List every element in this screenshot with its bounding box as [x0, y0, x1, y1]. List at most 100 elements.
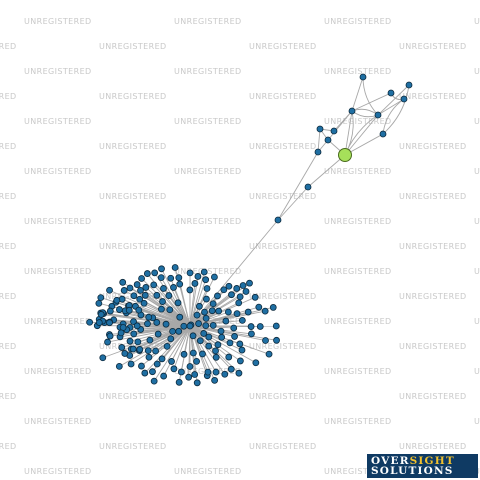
cluster-node[interactable] — [176, 313, 184, 321]
cluster-node[interactable] — [144, 347, 152, 355]
upper-node[interactable] — [330, 127, 338, 135]
cluster-node[interactable] — [97, 311, 105, 318]
upper-node[interactable] — [359, 73, 367, 81]
cluster-node[interactable] — [202, 322, 210, 330]
cluster-node[interactable] — [142, 284, 150, 291]
upper-node[interactable] — [405, 81, 413, 89]
cluster-node[interactable] — [150, 377, 158, 385]
cluster-node[interactable] — [269, 304, 277, 311]
cluster-node[interactable] — [225, 282, 233, 290]
cluster-node[interactable] — [167, 335, 175, 343]
cluster-node[interactable] — [174, 299, 182, 307]
cluster-node[interactable] — [194, 273, 202, 280]
cluster-node[interactable] — [170, 284, 177, 291]
cluster-node[interactable] — [154, 330, 162, 338]
cluster-node[interactable] — [201, 308, 208, 316]
cluster-node[interactable] — [231, 333, 238, 340]
cluster-node[interactable] — [273, 336, 280, 344]
cluster-node[interactable] — [127, 360, 135, 368]
cluster-node[interactable] — [193, 311, 201, 319]
cluster-node[interactable] — [95, 319, 103, 326]
cluster-node[interactable] — [221, 370, 229, 378]
cluster-node[interactable] — [235, 369, 243, 377]
upper-node[interactable] — [348, 107, 356, 115]
cluster-node[interactable] — [176, 280, 184, 288]
cluster-node[interactable] — [196, 337, 204, 345]
cluster-node[interactable] — [141, 291, 149, 299]
cluster-node[interactable] — [158, 265, 165, 273]
cluster-node[interactable] — [175, 378, 183, 386]
cluster-node[interactable] — [158, 355, 166, 363]
cluster-node[interactable] — [126, 284, 134, 292]
cluster-node[interactable] — [238, 317, 246, 324]
upper-node[interactable] — [324, 136, 332, 144]
cluster-node[interactable] — [203, 285, 211, 292]
cluster-node[interactable] — [149, 368, 156, 376]
cluster-node[interactable] — [214, 341, 222, 349]
cluster-node[interactable] — [217, 327, 225, 335]
cluster-node[interactable] — [186, 286, 194, 294]
cluster-node[interactable] — [186, 363, 194, 370]
cluster-node[interactable] — [218, 333, 226, 341]
cluster-node[interactable] — [185, 373, 193, 381]
cluster-node[interactable] — [130, 318, 137, 326]
cluster-node[interactable] — [125, 306, 133, 314]
cluster-node[interactable] — [86, 318, 94, 326]
cluster-node[interactable] — [117, 329, 125, 337]
cluster-node[interactable] — [133, 281, 141, 288]
cluster-node[interactable] — [116, 306, 123, 313]
cluster-node[interactable] — [212, 353, 220, 361]
cluster-node[interactable] — [151, 269, 159, 277]
cluster-node[interactable] — [261, 307, 269, 315]
cluster-node[interactable] — [193, 379, 201, 387]
cluster-node[interactable] — [145, 353, 153, 361]
cluster-node[interactable] — [119, 278, 127, 286]
cluster-node[interactable] — [126, 337, 134, 345]
cluster-node[interactable] — [167, 274, 175, 282]
cluster-node[interactable] — [236, 340, 244, 348]
cluster-node[interactable] — [236, 357, 244, 365]
cluster-node[interactable] — [256, 323, 264, 330]
cluster-node[interactable] — [135, 306, 143, 314]
cluster-node[interactable] — [180, 350, 188, 358]
cluster-node[interactable] — [191, 280, 199, 287]
cluster-node[interactable] — [212, 347, 219, 355]
cluster-node[interactable] — [199, 350, 206, 358]
cluster-node[interactable] — [106, 307, 114, 315]
cluster-node[interactable] — [255, 303, 263, 311]
upper-node[interactable] — [314, 148, 322, 156]
cluster-node[interactable] — [233, 310, 241, 318]
cluster-node[interactable] — [265, 350, 273, 358]
cluster-node[interactable] — [224, 308, 232, 316]
cluster-node[interactable] — [205, 333, 213, 341]
upper-node[interactable] — [400, 95, 408, 103]
cluster-node[interactable] — [106, 319, 113, 327]
upper-node[interactable] — [379, 130, 387, 138]
cluster-node[interactable] — [166, 306, 174, 314]
cluster-node[interactable] — [228, 291, 235, 299]
cluster-node[interactable] — [252, 359, 260, 367]
cluster-node[interactable] — [193, 357, 200, 365]
upper-node[interactable] — [387, 89, 395, 97]
cluster-node[interactable] — [186, 269, 194, 277]
cluster-node[interactable] — [120, 287, 128, 294]
cluster-node[interactable] — [272, 322, 280, 330]
cluster-node[interactable] — [144, 320, 151, 328]
cluster-node[interactable] — [244, 308, 252, 316]
cluster-node[interactable] — [180, 322, 188, 330]
cluster-node[interactable] — [189, 332, 197, 340]
cluster-node[interactable] — [220, 286, 228, 294]
cluster-node[interactable] — [153, 360, 161, 368]
cluster-node[interactable] — [113, 296, 121, 304]
cluster-node[interactable] — [247, 323, 255, 330]
cluster-node[interactable] — [145, 313, 153, 321]
cluster-node[interactable] — [136, 346, 144, 353]
cluster-node[interactable] — [99, 354, 107, 362]
cluster-node[interactable] — [211, 376, 219, 384]
cluster-node[interactable] — [136, 295, 144, 303]
cluster-node[interactable] — [177, 368, 185, 376]
cluster-node[interactable] — [226, 339, 234, 347]
cluster-node[interactable] — [200, 268, 208, 276]
cluster-node[interactable] — [236, 293, 244, 301]
cluster-node[interactable] — [238, 346, 246, 354]
